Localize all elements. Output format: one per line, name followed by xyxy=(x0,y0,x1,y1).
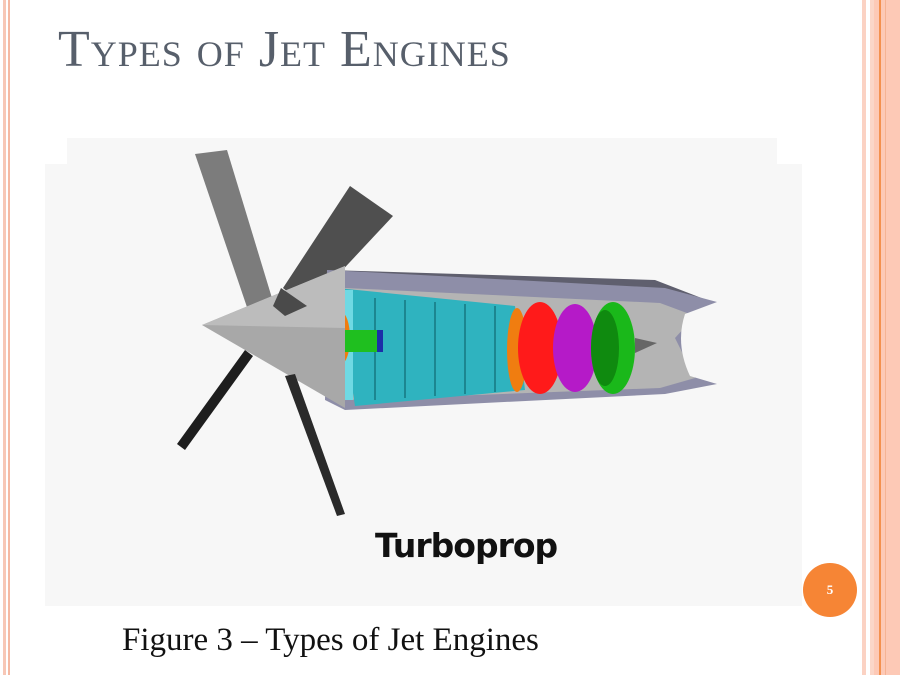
turboprop-figure: Turboprop xyxy=(45,138,802,606)
shaft xyxy=(345,330,379,352)
left-border-stripe xyxy=(3,0,6,675)
high-pressure-turbine xyxy=(553,304,597,392)
combustor xyxy=(518,302,562,394)
compressor xyxy=(337,288,525,406)
figure-label-turboprop: Turboprop xyxy=(375,526,558,565)
propeller-blade xyxy=(283,186,393,308)
turboprop-engine-illustration xyxy=(177,150,717,516)
page-number-badge: 5 xyxy=(803,563,857,617)
page-number: 5 xyxy=(826,582,834,597)
right-border-decoration xyxy=(862,0,900,675)
propeller-blade xyxy=(285,374,345,516)
slide-title: Types of Jet Engines xyxy=(58,21,511,78)
left-border-stripe xyxy=(8,0,10,675)
figure-caption: Figure 3 – Types of Jet Engines xyxy=(122,622,539,658)
propeller-blade xyxy=(195,150,275,316)
propeller-blade xyxy=(177,350,253,450)
